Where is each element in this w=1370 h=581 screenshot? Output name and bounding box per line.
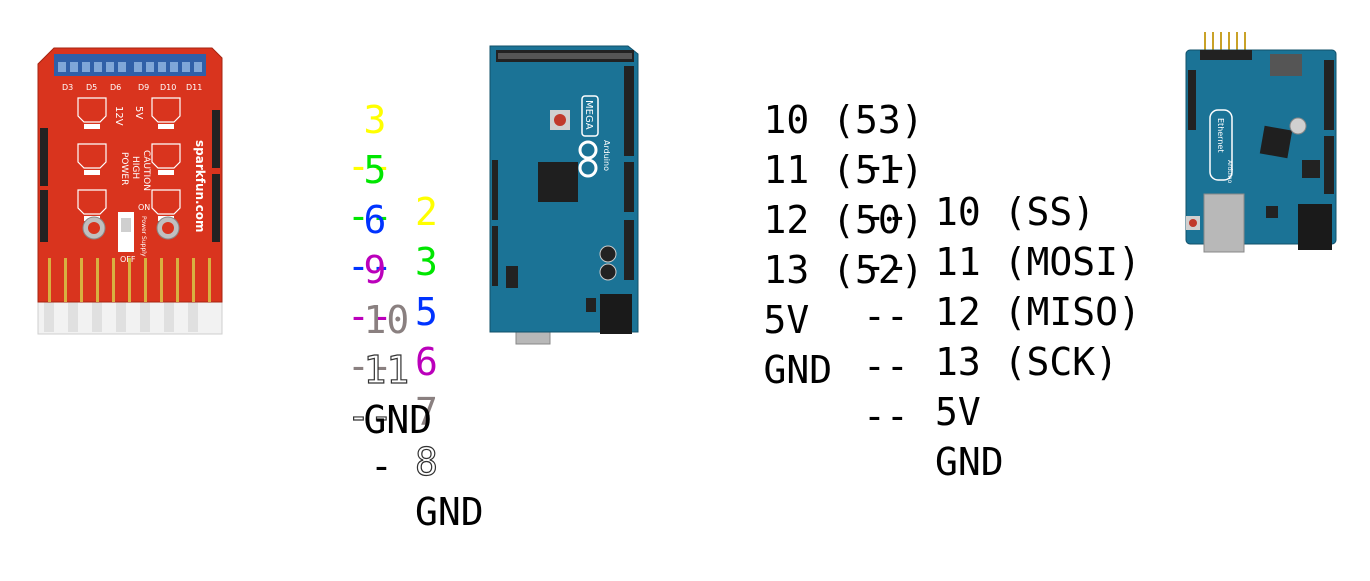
arduino-infinity-icon (578, 140, 598, 178)
pin-map-row: 11 (51) -- 11 (MOSI) (672, 101, 1141, 331)
voltage-label-5v: 5V (133, 106, 144, 119)
d-label: D6 (110, 83, 121, 92)
pin-to: 2 (415, 190, 438, 234)
pin-map-row: 3 -- 2 (272, 51, 438, 281)
pin-from: 5V (763, 298, 810, 342)
pin-to: 11 (MOSI) (935, 240, 1141, 284)
ethernet-model-label: Ethernet (1216, 118, 1225, 152)
d-label: D9 (138, 83, 149, 92)
pin-from: 9 (363, 248, 387, 292)
pin-map-row: GND - GND (272, 351, 484, 581)
pin-map-row: 6 -- 5 (272, 151, 438, 381)
pin-to: 10 (SS) (935, 190, 1096, 234)
pin-to: 3 (415, 240, 438, 284)
pin-map-row: GND -- GND (672, 301, 1004, 531)
pin-to: 13 (SCK) (935, 340, 1119, 384)
arduino-ethernet-board: Ethernet Arduino (1185, 32, 1337, 253)
pin-from: 10 (53) (763, 98, 924, 142)
sparkfun-power-shield-board: D3 D5 D6 D9 D10 D11 12V 5V CAUTION HIGH … (37, 47, 223, 335)
pin-sep: -- (347, 144, 393, 188)
power-label: POWER (119, 152, 129, 185)
d-label: D10 (160, 83, 176, 92)
pin-map-row: 9 -- 6 (272, 201, 438, 431)
pin-sep: -- (863, 244, 909, 288)
pin-from: 3 (363, 98, 387, 142)
pin-from: 11 (51) (763, 148, 924, 192)
pin-to: 7 (415, 390, 438, 434)
pin-sep: -- (347, 194, 393, 238)
pin-map-row: 12 (50) -- 12 (MISO) (672, 151, 1141, 381)
mega-model-label: MEGA (583, 100, 594, 130)
voltage-label-12v: 12V (113, 106, 124, 126)
pin-map-row: 10 (53) -- 10 (SS) (672, 51, 1096, 281)
caution-label: CAUTION (141, 150, 151, 191)
supply-label: Power Supply (140, 216, 147, 257)
d-label: D3 (62, 83, 73, 92)
switch-on-label: ON (138, 203, 150, 212)
mega-brand-label: Arduino (602, 140, 611, 171)
pin-sep: -- (347, 344, 393, 388)
pin-sep: -- (863, 344, 909, 388)
pin-from: 10 (363, 298, 410, 342)
arduino-mega-board: MEGA Arduino (489, 45, 639, 345)
pin-map-row: 5 -- 3 (272, 101, 438, 331)
pin-sep: -- (863, 394, 909, 438)
high-label: HIGH (130, 156, 140, 179)
pin-sep: -- (863, 294, 909, 338)
d-label: D5 (86, 83, 97, 92)
pin-from: 5 (363, 148, 387, 192)
pin-sep: -- (347, 294, 393, 338)
pin-from: 11 (363, 347, 410, 392)
pin-to: GND (935, 440, 1004, 484)
pin-sep: -- (863, 194, 909, 238)
pin-map-row: 13 (52) -- 13 (SCK) (672, 201, 1119, 431)
d-label: D11 (186, 83, 202, 92)
pin-sep: -- (863, 144, 909, 188)
pin-to: 6 (415, 340, 438, 384)
pin-map-row: 10 -- 7 (272, 251, 438, 481)
pin-sep: -- (347, 244, 393, 288)
pin-from: 6 (363, 198, 387, 242)
pin-from: GND (363, 398, 433, 442)
pin-to: GND (415, 490, 484, 534)
pin-sep: - (370, 444, 393, 488)
pin-from: 13 (52) (763, 248, 924, 292)
pin-from: 12 (50) (763, 198, 924, 242)
pin-to: 5 (415, 290, 438, 334)
pin-from: GND (763, 348, 833, 392)
pin-to: 5V (935, 390, 981, 434)
sparkfun-logo-text: sparkfun.com (193, 140, 207, 232)
ethernet-brand-label: Arduino (1226, 160, 1233, 184)
switch-off-label: OFF (120, 255, 136, 264)
pin-to: 12 (MISO) (935, 290, 1141, 334)
